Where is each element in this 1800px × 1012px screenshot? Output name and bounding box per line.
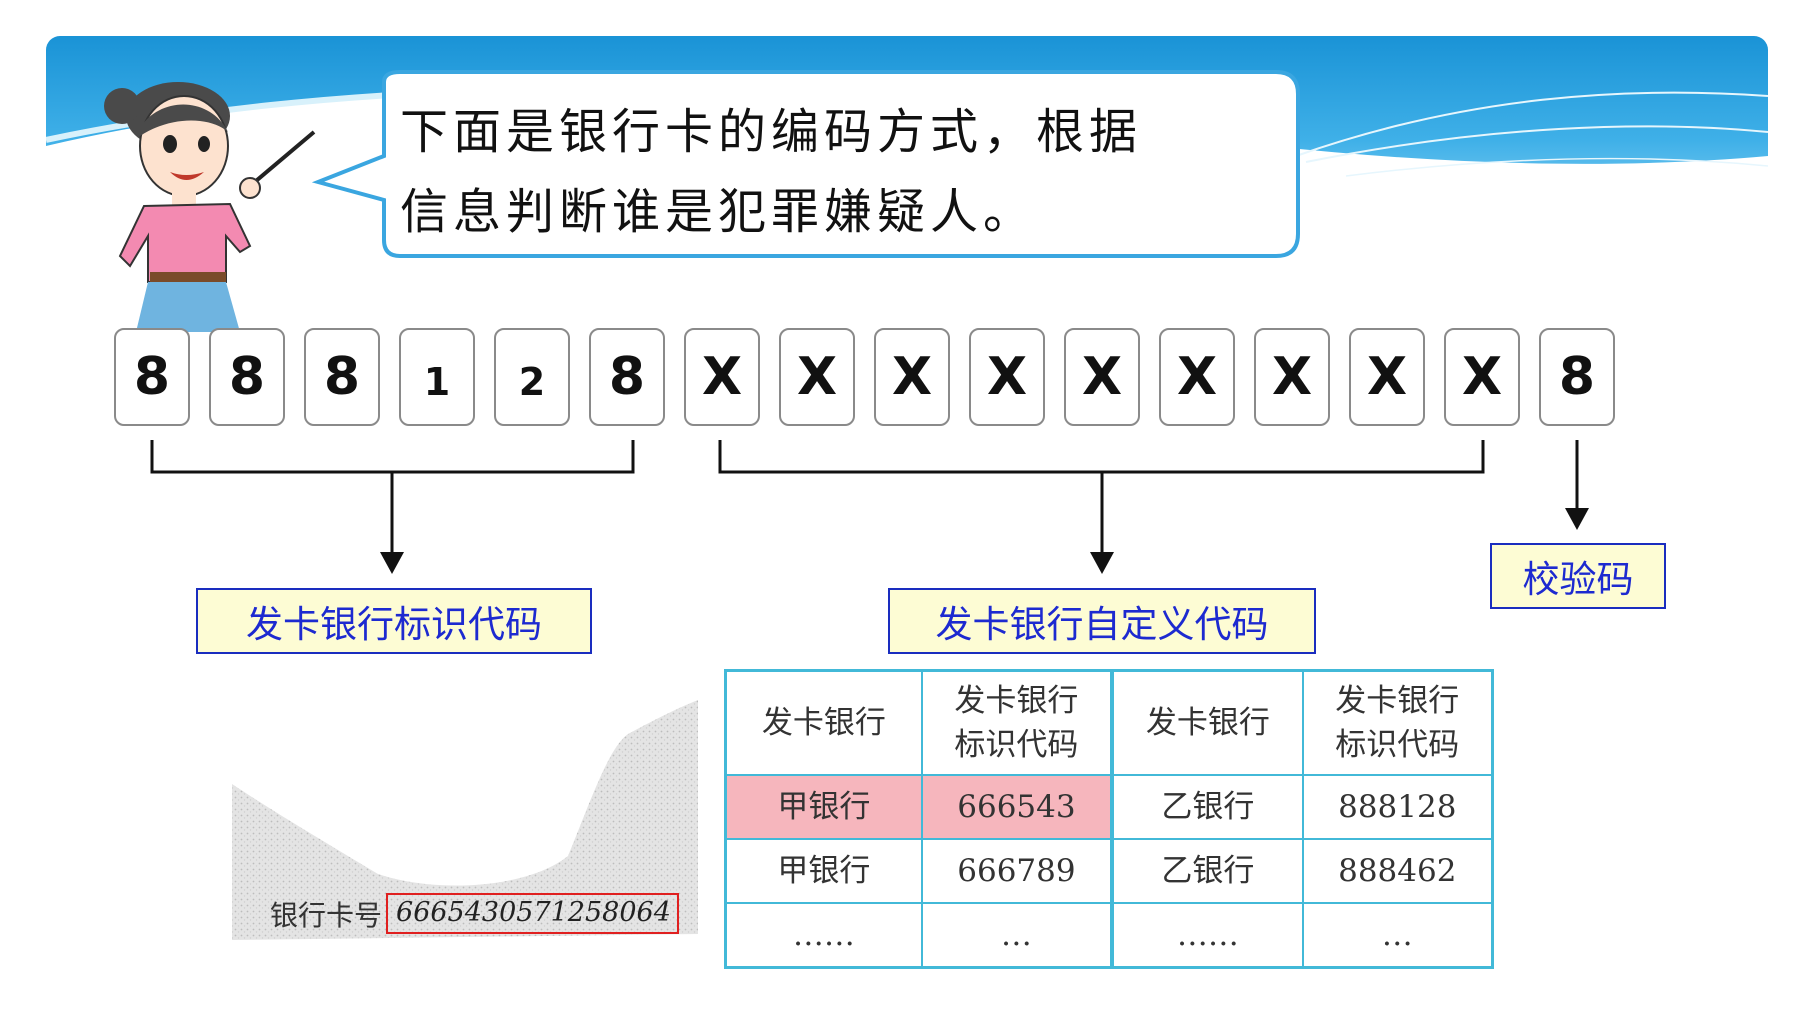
table-row: 甲银行 666543 乙银行 888128 <box>724 774 1494 840</box>
digit-box: X <box>684 328 760 426</box>
table-header-cell: 发卡银行标识代码 <box>1301 669 1494 776</box>
table-cell: 888462 <box>1301 838 1494 904</box>
digit-box: 1 <box>399 328 475 426</box>
table-cell: 888128 <box>1301 774 1494 840</box>
card-number-line: 银行卡号 6665430571258064 <box>270 893 679 934</box>
digit-box: 8 <box>209 328 285 426</box>
digit-box: X <box>1254 328 1330 426</box>
digit-box: X <box>969 328 1045 426</box>
digit-box: X <box>1064 328 1140 426</box>
table-cell: 甲银行 <box>724 838 923 904</box>
teacher-illustration <box>100 76 330 332</box>
table-cell: 乙银行 <box>1110 838 1304 904</box>
table-cell: 666789 <box>920 838 1114 904</box>
torn-card-image <box>228 688 698 944</box>
issuer-bracket <box>150 440 635 474</box>
custom-code-label: 发卡银行自定义代码 <box>888 588 1316 654</box>
custom-bracket <box>718 440 1485 474</box>
table-header-text: 发卡银行标识代码 <box>1335 683 1460 763</box>
table-header-cell: 发卡银行 <box>1110 669 1304 776</box>
digit-box: 8 <box>304 328 380 426</box>
table-cell: … <box>920 902 1114 969</box>
digit-box: X <box>1159 328 1235 426</box>
digit-box: 8 <box>114 328 190 426</box>
digit-box: 2 <box>494 328 570 426</box>
digit-box: X <box>874 328 950 426</box>
digit-box: X <box>779 328 855 426</box>
table-row: 甲银行 666789 乙银行 888462 <box>724 838 1494 904</box>
digit-box: X <box>1444 328 1520 426</box>
speech-line-1: 下面是银行卡的编码方式，根据 <box>400 104 1143 160</box>
table-cell: 甲银行 <box>724 774 923 840</box>
custom-arrowhead <box>1090 552 1114 574</box>
table-header-cell: 发卡银行 <box>724 669 923 776</box>
bank-code-table: 发卡银行 发卡银行标识代码 发卡银行 发卡银行标识代码 甲银行 666543 乙… <box>724 669 1494 969</box>
check-arrowhead <box>1565 508 1589 530</box>
card-number-value: 6665430571258064 <box>386 893 679 934</box>
issuer-code-label: 发卡银行标识代码 <box>196 588 592 654</box>
table-row: …… … …… … <box>724 902 1494 969</box>
table-header-row: 发卡银行 发卡银行标识代码 发卡银行 发卡银行标识代码 <box>724 669 1494 776</box>
digit-box: X <box>1349 328 1425 426</box>
speech-line-2: 信息判断谁是犯罪嫌疑人。 <box>400 184 1037 240</box>
table-header-text: 发卡银行标识代码 <box>954 683 1079 763</box>
table-header-cell: 发卡银行标识代码 <box>920 669 1114 776</box>
issuer-arrowhead <box>380 552 404 574</box>
speech-bubble <box>311 70 1302 260</box>
digit-box: 8 <box>1539 328 1615 426</box>
table-cell: 乙银行 <box>1110 774 1304 840</box>
card-number-format: 8 8 8 1 2 8 X X X X X X X X X 8 <box>114 328 1615 430</box>
speech-text: 下面是银行卡的编码方式，根据 信息判断谁是犯罪嫌疑人。 <box>400 92 1280 252</box>
table-cell: …… <box>1110 902 1304 969</box>
table-cell: 666543 <box>920 774 1114 840</box>
card-number-label: 银行卡号 <box>270 898 383 932</box>
digit-box: 8 <box>589 328 665 426</box>
table-cell: …… <box>724 902 923 969</box>
table-cell: … <box>1301 902 1494 969</box>
check-digit-label: 校验码 <box>1490 543 1666 609</box>
